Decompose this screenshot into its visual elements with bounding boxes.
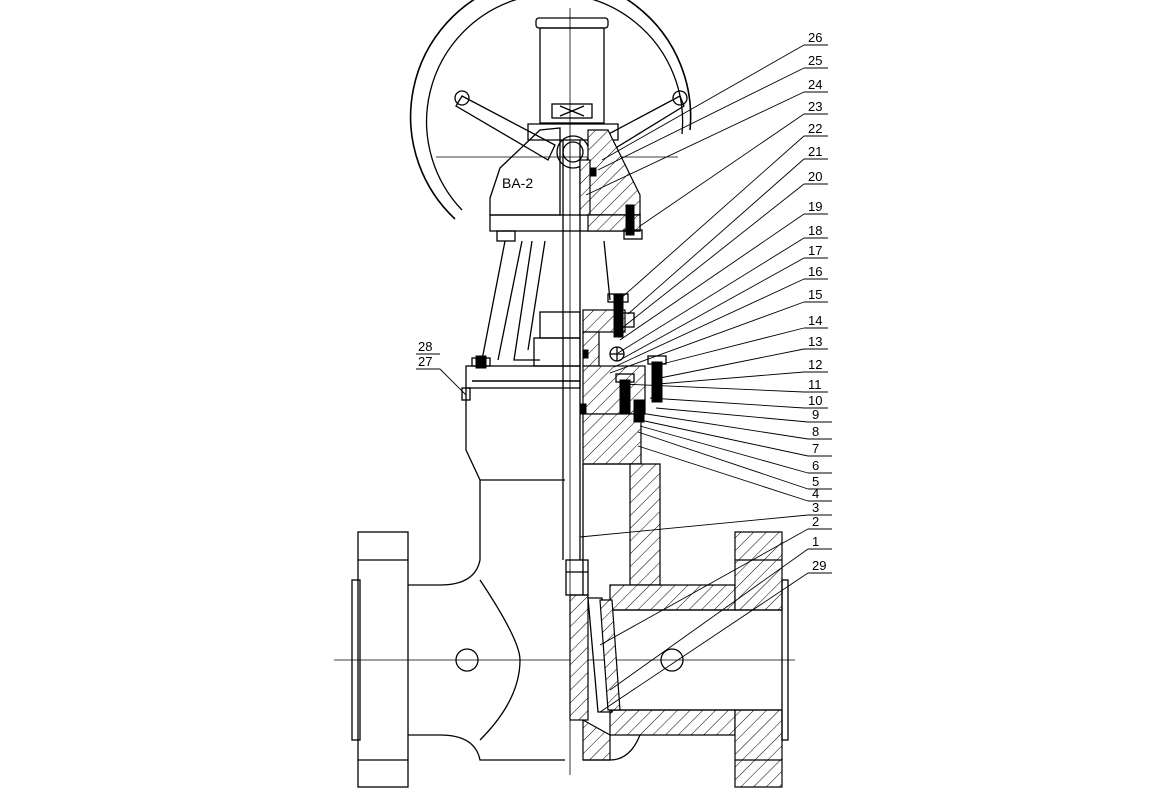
balloon-label: 22 <box>808 121 822 136</box>
balloon-label: 4 <box>812 486 819 501</box>
balloon-label: 11 <box>808 377 822 392</box>
balloon-leader <box>609 548 809 691</box>
balloon-label: 2 <box>812 514 819 529</box>
balloon-leader <box>617 237 805 354</box>
balloon-leader <box>599 572 809 713</box>
stem-cap <box>527 17 619 141</box>
balloon-leader <box>639 425 809 474</box>
balloon-label: 29 <box>812 558 826 573</box>
balloon-label: 17 <box>808 243 822 258</box>
balloon-label: 9 <box>812 407 819 422</box>
balloon-label: 7 <box>812 441 819 456</box>
balloon-leader <box>609 301 805 374</box>
balloon-label: 12 <box>808 357 822 372</box>
balloon-leader <box>649 397 805 409</box>
balloon-label: 21 <box>808 144 822 159</box>
balloon-label: 28 <box>418 339 432 354</box>
body-right <box>582 463 789 788</box>
balloon-label: 23 <box>808 99 822 114</box>
balloon-leader <box>659 348 805 379</box>
balloon-label: 10 <box>808 393 822 408</box>
balloon-leader <box>639 412 809 440</box>
body-left <box>351 480 565 788</box>
balloon-leader <box>639 113 805 227</box>
balloon-label: 6 <box>812 458 819 473</box>
balloon-leader <box>579 514 809 538</box>
balloon-label: 24 <box>808 77 822 92</box>
balloon-leader <box>661 327 805 365</box>
balloon-label: 5 <box>812 474 819 489</box>
balloon-label: 8 <box>812 424 819 439</box>
balloon-leader <box>621 183 805 329</box>
yoke-top <box>489 127 643 242</box>
balloon-leader <box>637 431 809 490</box>
balloon-leader <box>627 158 805 315</box>
balloon-leader <box>617 257 805 362</box>
balloon-leader <box>613 278 805 368</box>
balloon-label: 26 <box>808 30 822 45</box>
yoke <box>481 240 611 361</box>
balloon-label: 20 <box>808 169 822 184</box>
balloon-label: 27 <box>418 354 432 369</box>
balloon-label: 1 <box>812 534 819 549</box>
balloon-leader <box>599 528 809 646</box>
model-tag: BA-2 <box>502 175 533 191</box>
balloon-label: 16 <box>808 264 822 279</box>
gate <box>565 559 621 721</box>
balloon-group: 2625242322212019181716151413121110987654… <box>579 30 832 713</box>
balloon-leader <box>619 213 805 341</box>
balloon-leader <box>655 407 809 423</box>
balloon-leader <box>601 44 805 161</box>
balloon-leader <box>597 67 805 171</box>
balloon-leader <box>621 383 805 393</box>
balloon-leader <box>585 91 805 196</box>
bonnet <box>461 355 667 481</box>
balloon-leader <box>619 135 805 300</box>
balloon-label: 13 <box>808 334 822 349</box>
left-balloon-group: 28 27 <box>416 339 467 396</box>
balloon-label: 14 <box>808 313 822 328</box>
gland <box>533 293 635 367</box>
balloon-label: 18 <box>808 223 822 238</box>
handwheel <box>409 0 692 220</box>
balloon-leader <box>639 419 809 457</box>
balloon-leader <box>657 371 805 385</box>
balloon-label: 19 <box>808 199 822 214</box>
balloon-label: 3 <box>812 500 819 515</box>
balloon-label: 15 <box>808 287 822 302</box>
balloon-leader <box>637 445 809 502</box>
balloon-label: 25 <box>808 53 822 68</box>
